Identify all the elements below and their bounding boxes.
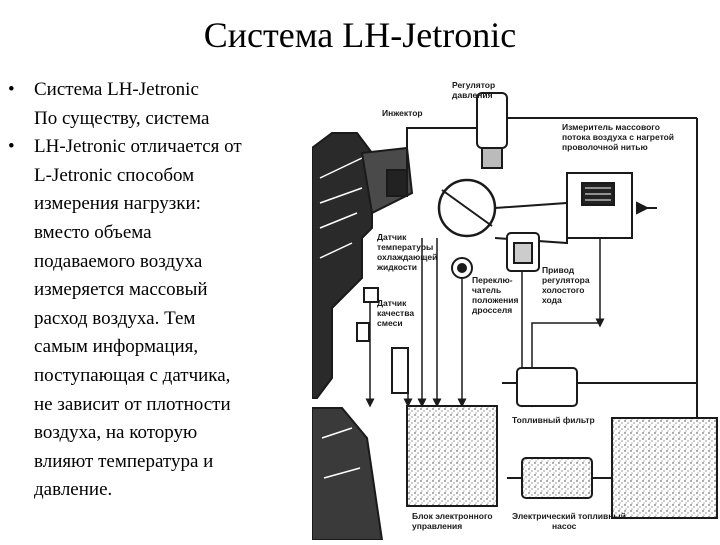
slide-title: Система LH-Jetronic: [203, 15, 517, 55]
bullet-line: давление.: [34, 479, 113, 501]
throttle-plate: [441, 189, 493, 227]
bullet-dot-icon: •: [8, 79, 15, 100]
bullet-line: вместо объема: [34, 221, 152, 243]
label-pressure-regulator: Регулятор давления: [452, 80, 498, 100]
bullet-line: По существу, система: [34, 107, 210, 129]
fuel-tank-box: [611, 417, 718, 519]
bullet-line: воздуха, на которую: [34, 422, 198, 444]
engine-block-lower: [311, 407, 384, 541]
bullet-line: самым информация,: [34, 336, 199, 358]
label-throttle-switch: Переклю- чатель положения дросселя: [472, 275, 521, 315]
bullet-item: • LH-Jetronic отличается от L-Jetronic с…: [8, 133, 318, 505]
bullet-line: измеряется массовый: [34, 279, 208, 301]
label-ecu: Блок электронного управления: [412, 511, 495, 531]
pressure-regulator-icon: [476, 92, 508, 149]
bullet-line: не зависит от плотности: [34, 393, 231, 415]
bullet-line: подаваемого воздуха: [34, 250, 203, 272]
label-idle-valve: Привод регулятора холостого хода: [542, 265, 592, 305]
engine-block: [311, 132, 373, 399]
label-fuel-filter: Топливный фильтр: [512, 415, 595, 425]
oxygen-sensor-icon: [391, 347, 409, 394]
bullet-line: L-Jetronic способом: [34, 164, 195, 186]
injector-icon: [386, 169, 408, 197]
bullet-list: • Система LH-Jetronic По существу, систе…: [8, 76, 318, 505]
label-coolant-temp-sensor: Датчик температуры охлаждающей жидкости: [376, 232, 440, 272]
bullet-line: Система LH-Jetronic: [34, 79, 199, 100]
lh-jetronic-diagram: Регулятор давления Инжектор Измеритель м…: [311, 78, 720, 541]
bullet-line: расход воздуха. Тем: [34, 307, 196, 329]
fuel-rail-line: [406, 118, 478, 178]
bullet-line: LH-Jetronic отличается от: [34, 136, 242, 158]
bullet-item: • Система LH-Jetronic По существу, систе…: [8, 76, 318, 133]
bullet-line: влияют температура и: [34, 450, 214, 472]
bullet-line: измерения нагрузки:: [34, 193, 201, 215]
bullet-dot-icon: •: [8, 136, 15, 158]
fuel-filter-icon: [516, 367, 578, 407]
label-oxygen-sensor: Датчик качества смеси: [377, 298, 416, 328]
diagram-svg: Регулятор давления Инжектор Измеритель м…: [311, 80, 718, 541]
fuel-pump-icon: [521, 457, 593, 499]
coolant-sensor-icon: [363, 287, 379, 303]
label-fuel-pump: Электрический топливный насос: [512, 511, 628, 531]
label-air-mass-meter: Измеритель массового потока воздуха с на…: [562, 122, 676, 152]
oxygen-sensor-plug-icon: [356, 322, 370, 342]
bullet-line: поступающая с датчика,: [34, 364, 231, 386]
ecu-box: [406, 405, 498, 507]
label-injector: Инжектор: [382, 108, 423, 118]
